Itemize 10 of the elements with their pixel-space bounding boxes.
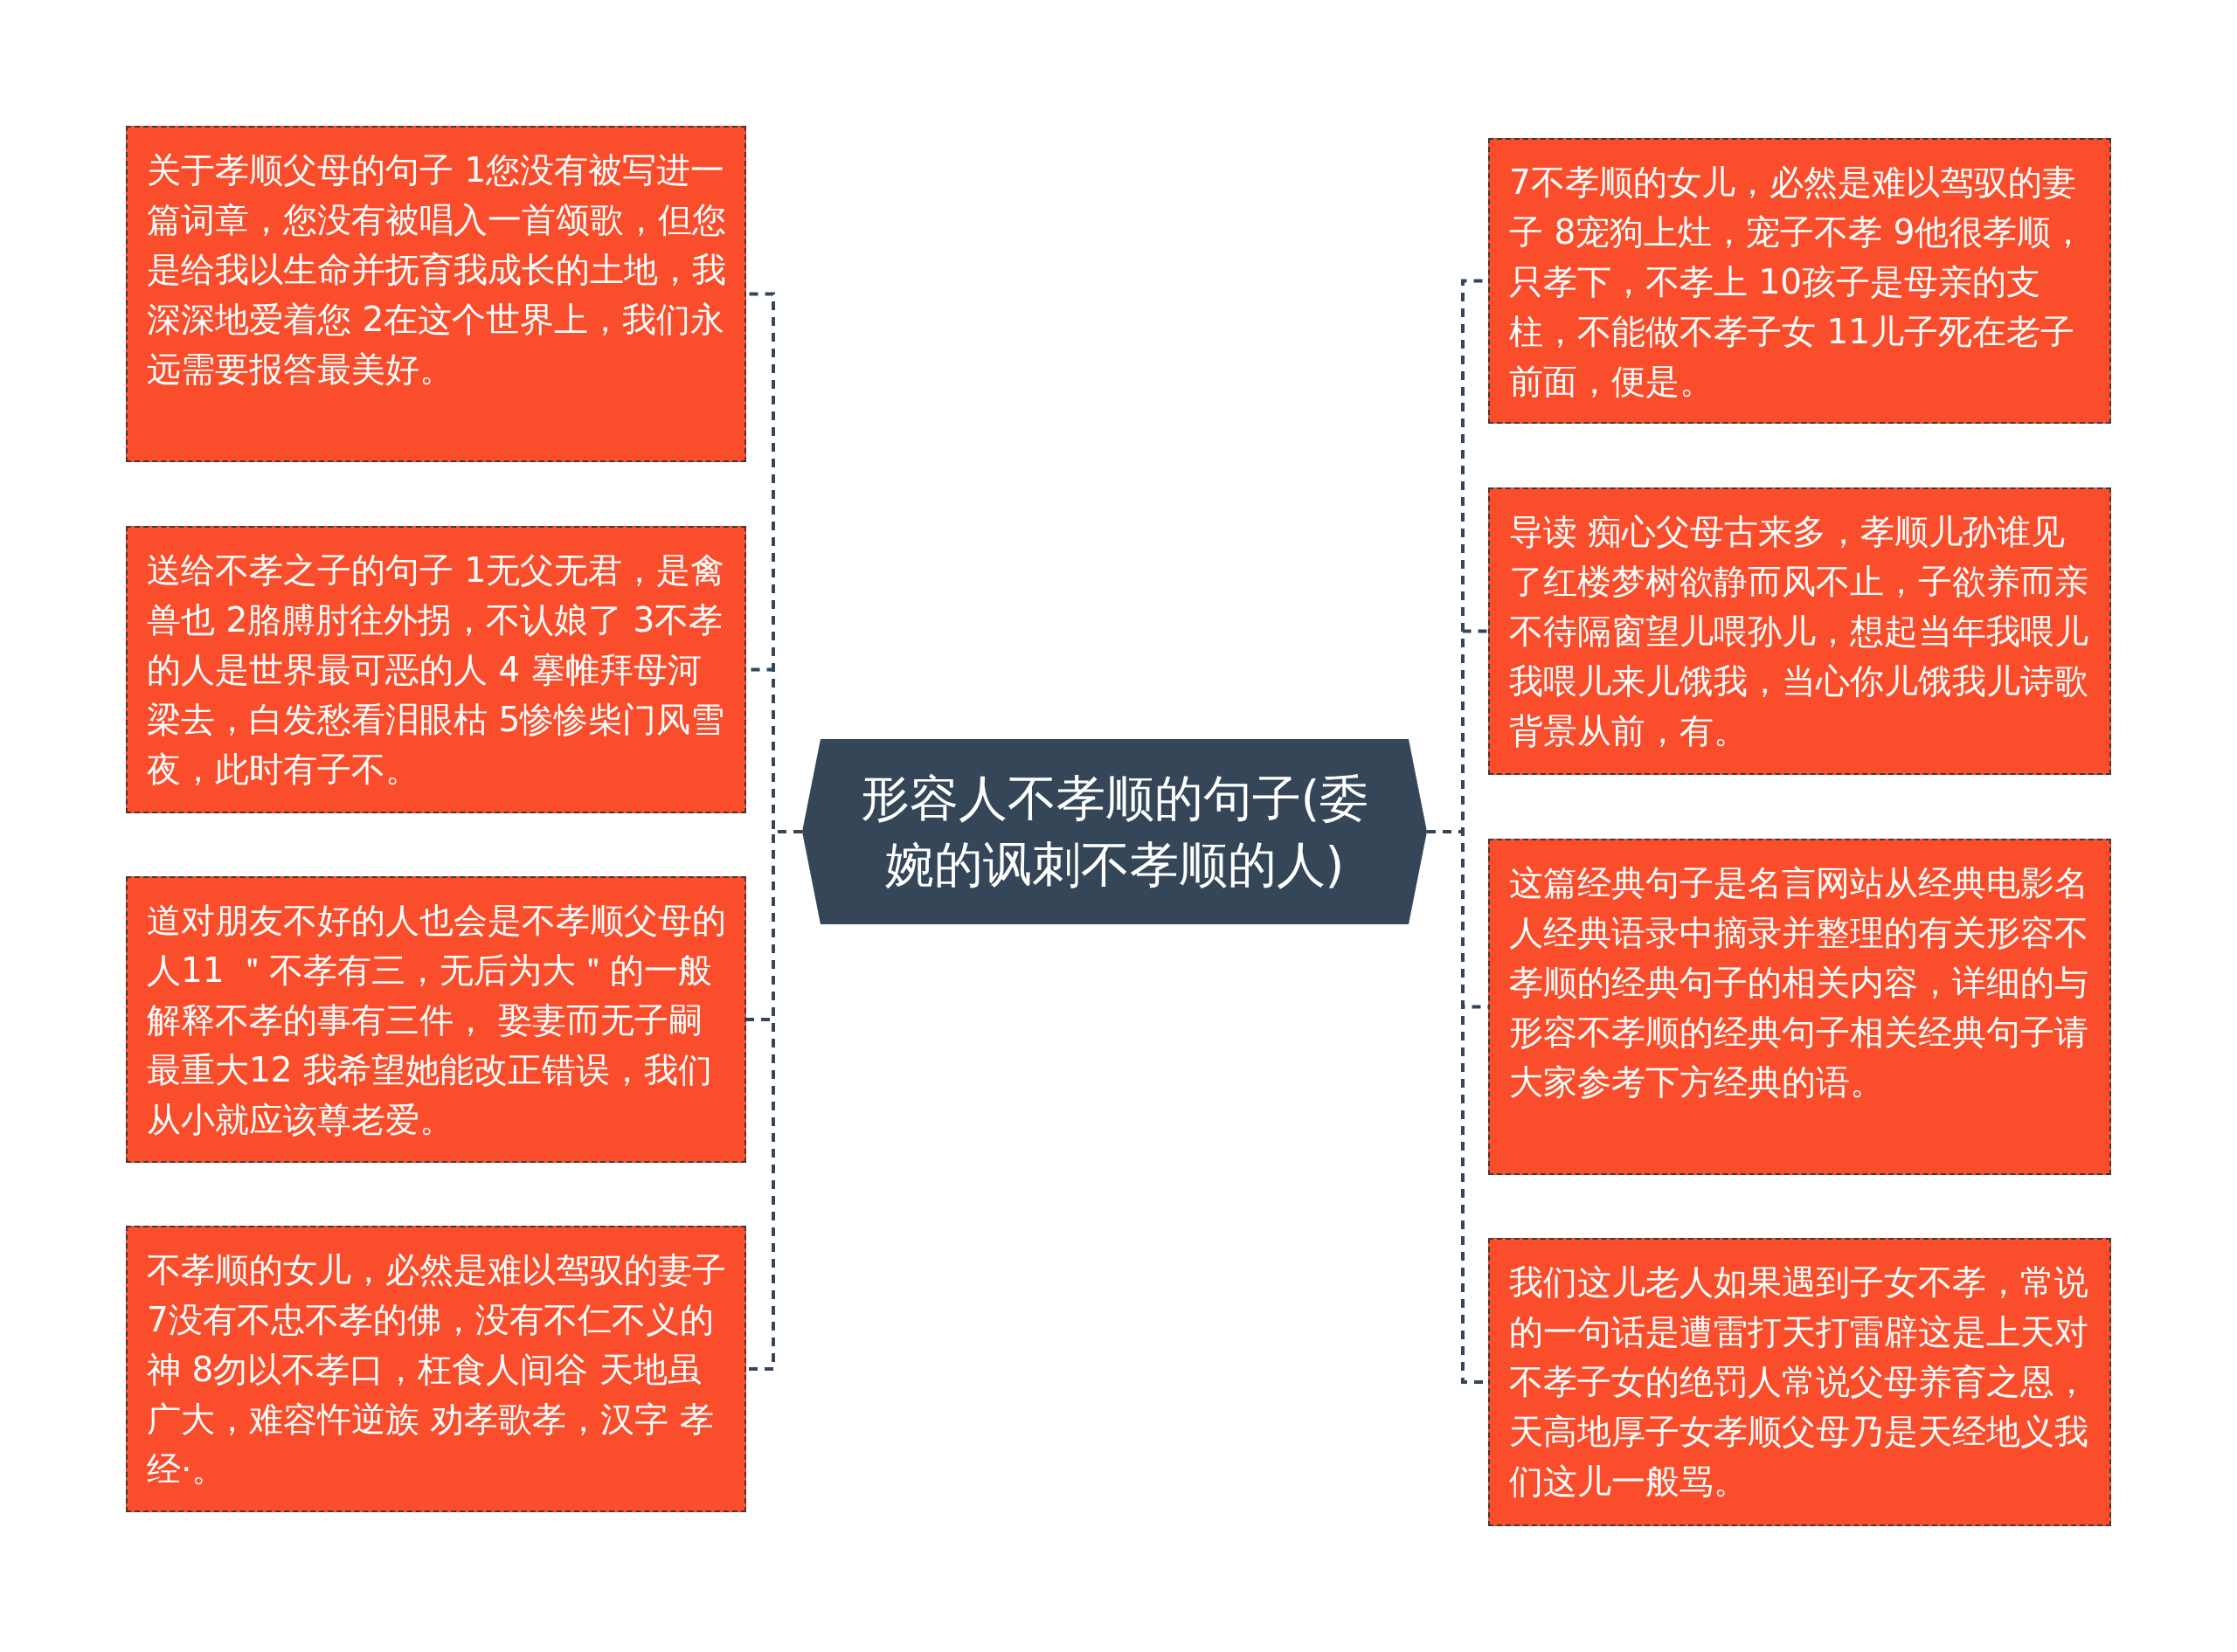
text-box: 不孝顺的女儿，必然是难以驾驭的妻子 7没有不忠不孝的佛，没有不仁不义的神 8勿以不孝口，枉食人间谷 天地虽广大，难容忤逆族 劝孝歌孝，汉字 孝经·。 bbox=[126, 1226, 746, 1512]
text-box: 我们这儿老人如果遇到子女不孝，常说的一句话是遭雷打天打雷辟这是上天对不孝子女的绝罚人常说父母养育之恩，天高地厚子女孝顺父母乃是天经地义我们这儿一般骂。 bbox=[1488, 1238, 2111, 1526]
topic-hexagon bbox=[802, 739, 1427, 924]
text-box: 这篇经典句子是名言网站从经典电影名人经典语录中摘录并整理的有关形容不孝顺的经典句子的相关内容，详细的与形容不孝顺的经典句子相关经典句子请大家参考下方经典的语。 bbox=[1488, 839, 2111, 1175]
text-box: 导读 痴心父母古来多，孝顺儿孙谁见了红楼梦树欲静而风不止，子欲养而亲不待隔窗望儿喂孙儿，想起当年我喂儿我喂儿来儿饿我，当心你儿饿我儿诗歌背景从前，有。 bbox=[1488, 487, 2111, 775]
text-box: 7不孝顺的女儿，必然是难以驾驭的妻子 8宠狗上灶，宠子不孝 9他很孝顺，只孝下，不孝上 10孩子是母亲的支柱，不能做不孝子女 11儿子死在老子前面，便是。 bbox=[1488, 138, 2111, 424]
text-box: 送给不孝之子的句子 1无父无君，是禽兽也 2胳膊肘往外拐，不认娘了 3不孝的人是世界最可恶的人 4 搴帷拜母河梁去，白发愁看泪眼枯 5惨惨柴门风雪夜，此时有子不。 bbox=[126, 526, 746, 813]
text-box: 道对朋友不好的人也会是不孝顺父母的人11 ＂不孝有三，无后为大＂的一般解释不孝的事有三件， 娶妻而无子嗣最重大12 我希望她能改正错误，我们从小就应该尊老爱。 bbox=[126, 876, 746, 1163]
topic-title: 形容人不孝顺的句子(委婉的讽刺不孝顺的人) bbox=[859, 769, 1370, 895]
text-box: 关于孝顺父母的句子 1您没有被写进一篇词章，您没有被唱入一首颂歌，但您是给我以生命并抚育我成长的土地，我深深地爱着您 2在这个世界上，我们永远需要报答最美好。 bbox=[126, 126, 746, 462]
